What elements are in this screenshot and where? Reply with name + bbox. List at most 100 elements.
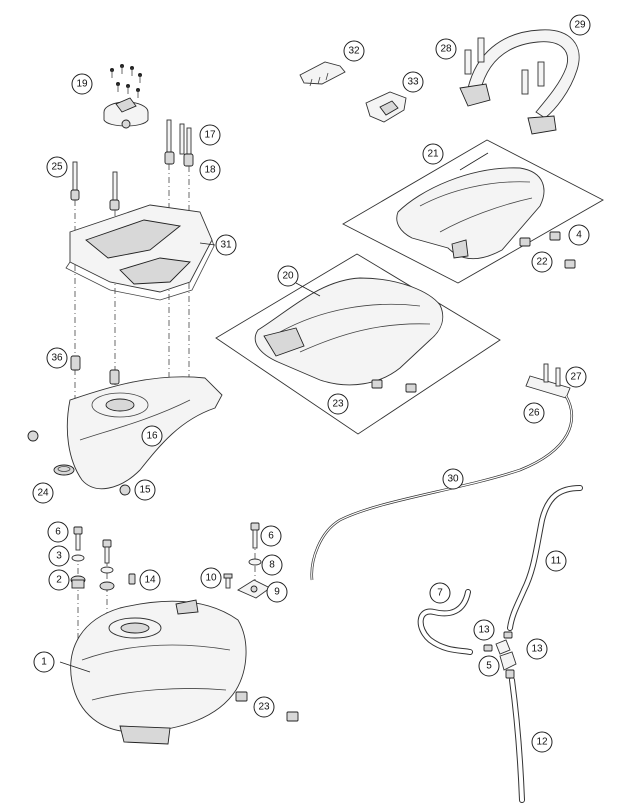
- callout-13-left: 13: [473, 619, 495, 641]
- callout-6-left: 6: [47, 521, 69, 543]
- svg-text:30: 30: [447, 474, 459, 485]
- part-3-washer: [71, 554, 85, 562]
- callout-31: 31: [215, 234, 237, 256]
- leader-lines: [59, 152, 489, 673]
- svg-text:21: 21: [427, 149, 439, 160]
- svg-text:23: 23: [258, 702, 270, 713]
- callout-23-upper: 23: [327, 393, 349, 415]
- part-25-bolts: [70, 161, 120, 211]
- fastener-stack-center: [99, 539, 115, 591]
- callout-23-lower: 23: [253, 696, 275, 718]
- callout-30: 30: [442, 468, 464, 490]
- part-13-fittings: [483, 631, 513, 655]
- svg-text:15: 15: [139, 485, 151, 496]
- svg-text:1: 1: [41, 657, 47, 668]
- svg-text:7: 7: [437, 588, 443, 599]
- callout-20: 20: [277, 265, 299, 287]
- callout-1: 1: [33, 651, 55, 673]
- callout-3: 3: [48, 545, 70, 567]
- svg-text:10: 10: [205, 573, 217, 584]
- svg-text:6: 6: [55, 527, 61, 538]
- callout-26: 26: [523, 402, 545, 424]
- part-32-cover: [299, 61, 346, 87]
- callout-4: 4: [568, 224, 590, 246]
- part-1-fuel-tank: [70, 599, 247, 745]
- part-10-screw: [223, 573, 233, 589]
- svg-text:3: 3: [56, 551, 62, 562]
- callout-25: 25: [46, 156, 68, 178]
- svg-text:26: 26: [528, 408, 540, 419]
- part-11-vent-hose: [507, 485, 583, 631]
- svg-text:27: 27: [570, 372, 582, 383]
- callout-8: 8: [261, 554, 283, 576]
- cover-grommet: [27, 430, 39, 442]
- svg-text:18: 18: [204, 165, 216, 176]
- svg-text:4: 4: [576, 230, 582, 241]
- part-8-washer: [248, 558, 262, 566]
- svg-text:24: 24: [37, 488, 49, 499]
- callout-33: 33: [402, 71, 424, 93]
- callout-36: 36: [46, 347, 68, 369]
- svg-text:13: 13: [478, 625, 490, 636]
- svg-text:19: 19: [76, 79, 88, 90]
- svg-text:6: 6: [268, 531, 274, 542]
- callout-14: 14: [139, 569, 161, 591]
- callout-10: 10: [200, 567, 222, 589]
- part-28-bolts: [464, 37, 545, 95]
- callout-24: 24: [32, 482, 54, 504]
- svg-text:20: 20: [282, 271, 294, 282]
- svg-text:25: 25: [51, 162, 63, 173]
- svg-text:13: 13: [531, 644, 543, 655]
- svg-text:32: 32: [348, 46, 360, 57]
- svg-text:14: 14: [144, 575, 156, 586]
- part-23-clips-lower: [235, 691, 299, 722]
- part-18-spacers: [164, 151, 194, 167]
- part-17-bolts: [166, 119, 192, 155]
- callout-22: 22: [531, 251, 553, 273]
- callout-19: 19: [71, 73, 93, 95]
- part-30-seat-release-cable: [310, 395, 574, 581]
- part-12-drain-hose: [509, 677, 525, 803]
- svg-text:33: 33: [407, 77, 419, 88]
- svg-text:29: 29: [574, 20, 586, 31]
- callout-11: 11: [545, 550, 567, 572]
- callout-21: 21: [422, 143, 444, 165]
- svg-text:31: 31: [220, 240, 232, 251]
- callout-15: 15: [134, 479, 156, 501]
- callout-17: 17: [199, 124, 221, 146]
- callout-32: 32: [343, 40, 365, 62]
- callout-2: 2: [48, 569, 70, 591]
- callout-6-right: 6: [260, 525, 282, 547]
- svg-text:9: 9: [274, 587, 280, 598]
- part-33-bracket: [365, 91, 407, 123]
- svg-text:36: 36: [51, 353, 63, 364]
- part-20-rider-seat: [254, 277, 444, 386]
- part-14-plug: [128, 573, 136, 585]
- svg-text:17: 17: [204, 130, 216, 141]
- part-6-bolt-left: [73, 526, 83, 551]
- part-31-luggage-rack: [65, 204, 215, 301]
- callout-29: 29: [569, 14, 591, 36]
- part-9-mount-plate: [237, 579, 271, 599]
- callout-16: 16: [141, 425, 163, 447]
- part-36-spacers: [70, 355, 120, 385]
- svg-text:16: 16: [146, 431, 158, 442]
- callout-9: 9: [266, 581, 288, 603]
- part-7-hose: [417, 589, 473, 655]
- callout-27: 27: [565, 366, 587, 388]
- part-22-clips: [519, 231, 576, 269]
- callout-5: 5: [478, 655, 500, 677]
- svg-text:8: 8: [269, 560, 275, 571]
- svg-text:28: 28: [440, 44, 452, 55]
- callout-7: 7: [429, 582, 451, 604]
- callouts: 32 29 28 33 19 17 18 25 31 21 4 22 20 36…: [32, 14, 591, 753]
- part-19-screws: [110, 64, 142, 98]
- callout-18: 18: [199, 159, 221, 181]
- svg-text:23: 23: [332, 399, 344, 410]
- svg-text:2: 2: [56, 575, 62, 586]
- callout-12: 12: [531, 731, 553, 753]
- part-2-grommet: [70, 575, 86, 589]
- svg-text:12: 12: [536, 737, 548, 748]
- part-24-grommet: [53, 464, 75, 476]
